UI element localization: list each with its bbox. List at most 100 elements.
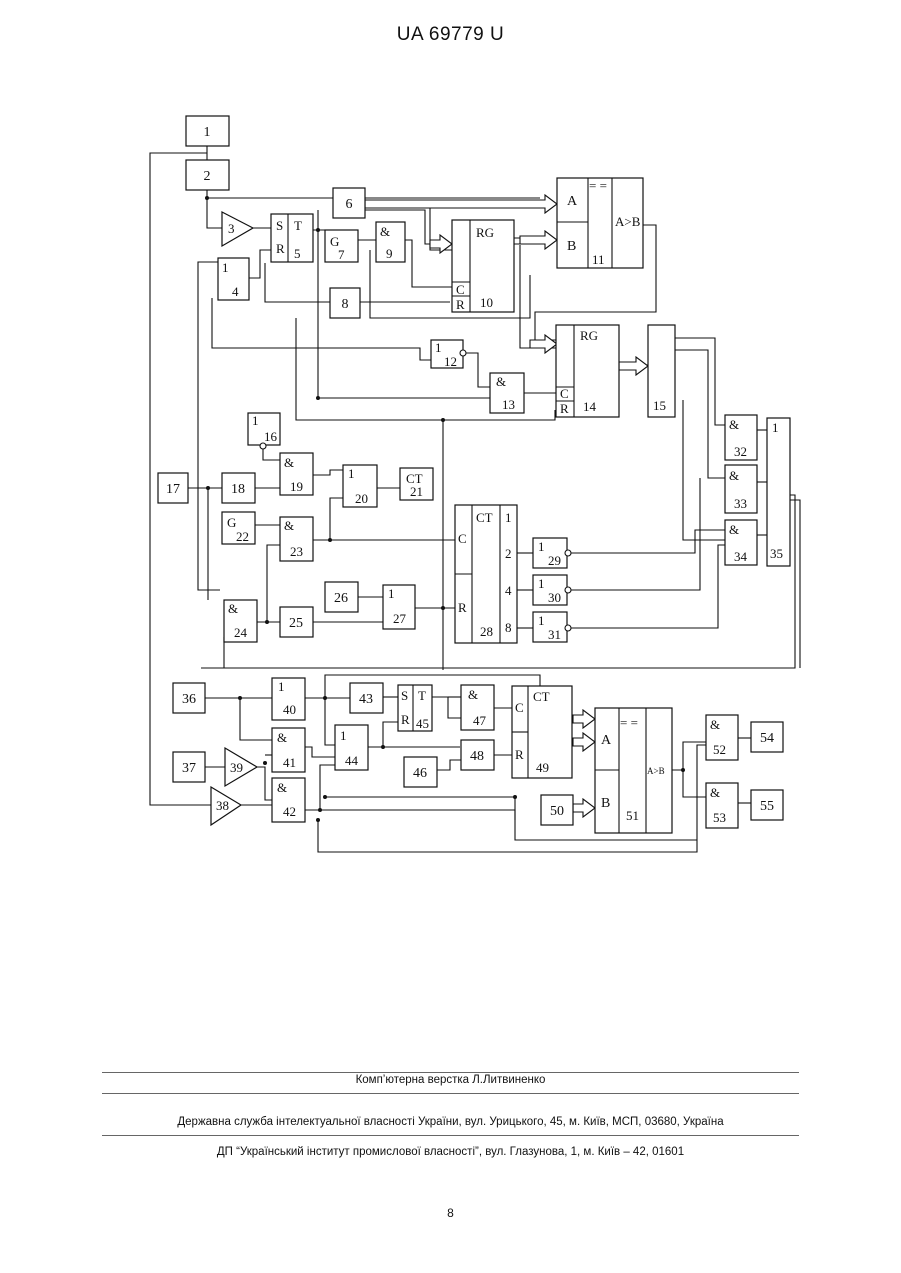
svg-text:44: 44 <box>345 753 359 768</box>
block-21-counter: CT 21 <box>400 468 433 500</box>
svg-text:40: 40 <box>283 702 296 717</box>
agency-address: Державна служба інтелектуальної власност… <box>0 1116 901 1128</box>
svg-text:21: 21 <box>410 484 423 499</box>
svg-text:&: & <box>729 417 739 432</box>
block-20-or: 1 20 <box>343 465 377 507</box>
svg-text:&: & <box>710 785 720 800</box>
svg-text:24: 24 <box>234 625 248 640</box>
svg-text:12: 12 <box>444 354 457 369</box>
block-12: 1 12 <box>431 340 466 369</box>
svg-text:1: 1 <box>278 679 285 694</box>
page-number: 8 <box>0 1206 901 1220</box>
svg-text:R: R <box>456 297 465 312</box>
svg-text:20: 20 <box>355 491 368 506</box>
svg-text:23: 23 <box>290 544 303 559</box>
svg-text:4: 4 <box>232 284 239 299</box>
svg-text:R: R <box>458 600 467 615</box>
block-55: 55 <box>751 790 783 820</box>
institute-address: ДП “Український інститут промислової вла… <box>0 1146 901 1158</box>
svg-text:B: B <box>567 239 576 254</box>
svg-text:&: & <box>710 717 720 732</box>
svg-text:43: 43 <box>359 692 373 707</box>
svg-text:39: 39 <box>230 760 243 775</box>
svg-text:G: G <box>227 515 236 530</box>
svg-text:1: 1 <box>388 586 395 601</box>
svg-text:30: 30 <box>548 590 561 605</box>
block-35-or: 1 35 <box>767 418 790 566</box>
svg-text:A: A <box>567 194 578 209</box>
block-14-register: RG C R 14 <box>556 325 619 417</box>
svg-text:A>B: A>B <box>647 766 665 776</box>
svg-text:33: 33 <box>734 496 747 511</box>
block-16: 1 16 <box>248 413 280 449</box>
block-6: 6 <box>333 188 365 218</box>
svg-text:&: & <box>284 455 294 470</box>
block-33-and: & 33 <box>725 465 757 513</box>
svg-text:36: 36 <box>182 692 196 707</box>
svg-text:14: 14 <box>583 399 597 414</box>
svg-text:S: S <box>401 688 408 703</box>
svg-text:2: 2 <box>204 169 211 184</box>
block-50: 50 <box>541 795 573 825</box>
block-42-and: & 42 <box>272 778 305 822</box>
svg-text:R: R <box>560 401 569 416</box>
block-32-and: & 32 <box>725 415 757 460</box>
block-30-inverter: 1 30 <box>533 575 571 605</box>
svg-text:C: C <box>456 282 465 297</box>
block-46: 46 <box>404 757 437 787</box>
footer-rule-1 <box>102 1072 799 1073</box>
svg-text:6: 6 <box>346 197 353 212</box>
svg-text:&: & <box>729 468 739 483</box>
block-39-amplifier: 39 <box>225 748 257 786</box>
svg-text:35: 35 <box>770 546 783 561</box>
footer-rule-3 <box>102 1135 799 1136</box>
block-51-comparator: A B = = A>B 51 <box>595 708 672 833</box>
svg-text:9: 9 <box>386 246 393 261</box>
block-44-or: 1 44 <box>335 725 368 770</box>
svg-text:31: 31 <box>548 627 561 642</box>
svg-text:C: C <box>458 531 467 546</box>
svg-text:CT: CT <box>533 689 550 704</box>
svg-text:54: 54 <box>760 731 774 746</box>
svg-text:8: 8 <box>505 620 512 635</box>
block-5-trigger: S R T 5 <box>271 214 313 262</box>
svg-text:47: 47 <box>473 713 487 728</box>
svg-text:1: 1 <box>204 125 211 140</box>
svg-text:RG: RG <box>476 225 494 240</box>
svg-text:&: & <box>277 730 287 745</box>
svg-text:CT: CT <box>476 510 493 525</box>
svg-text:&: & <box>468 687 478 702</box>
block-7-generator: G 7 <box>325 230 358 262</box>
block-52-and: & 52 <box>706 715 738 760</box>
svg-text:T: T <box>418 688 426 703</box>
block-10-register: RG C R 10 <box>452 220 514 312</box>
svg-text:&: & <box>496 374 506 389</box>
svg-text:1: 1 <box>538 576 545 591</box>
svg-text:1: 1 <box>505 510 512 525</box>
block-26: 26 <box>325 582 358 612</box>
svg-text:29: 29 <box>548 553 561 568</box>
svg-text:RG: RG <box>580 328 598 343</box>
block-13-and: & 13 <box>490 373 524 413</box>
block-8: 8 <box>330 288 360 318</box>
svg-text:1: 1 <box>252 413 259 428</box>
block-54: 54 <box>751 722 783 752</box>
svg-text:25: 25 <box>289 616 303 631</box>
block-40-or: 1 40 <box>272 678 305 720</box>
svg-text:42: 42 <box>283 804 296 819</box>
svg-text:38: 38 <box>216 798 229 813</box>
svg-text:A: A <box>601 733 612 748</box>
block-17: 17 <box>158 473 188 503</box>
svg-text:A>B: A>B <box>615 214 641 229</box>
svg-text:&: & <box>380 224 390 239</box>
svg-text:10: 10 <box>480 295 493 310</box>
block-37: 37 <box>173 752 205 782</box>
svg-text:16: 16 <box>264 429 278 444</box>
svg-text:7: 7 <box>338 247 345 262</box>
footer-rule-2 <box>102 1093 799 1094</box>
svg-text:R: R <box>515 747 524 762</box>
block-48: 48 <box>461 740 494 770</box>
svg-text:28: 28 <box>480 624 493 639</box>
block-4: 1 4 <box>218 258 249 300</box>
svg-text:13: 13 <box>502 397 515 412</box>
